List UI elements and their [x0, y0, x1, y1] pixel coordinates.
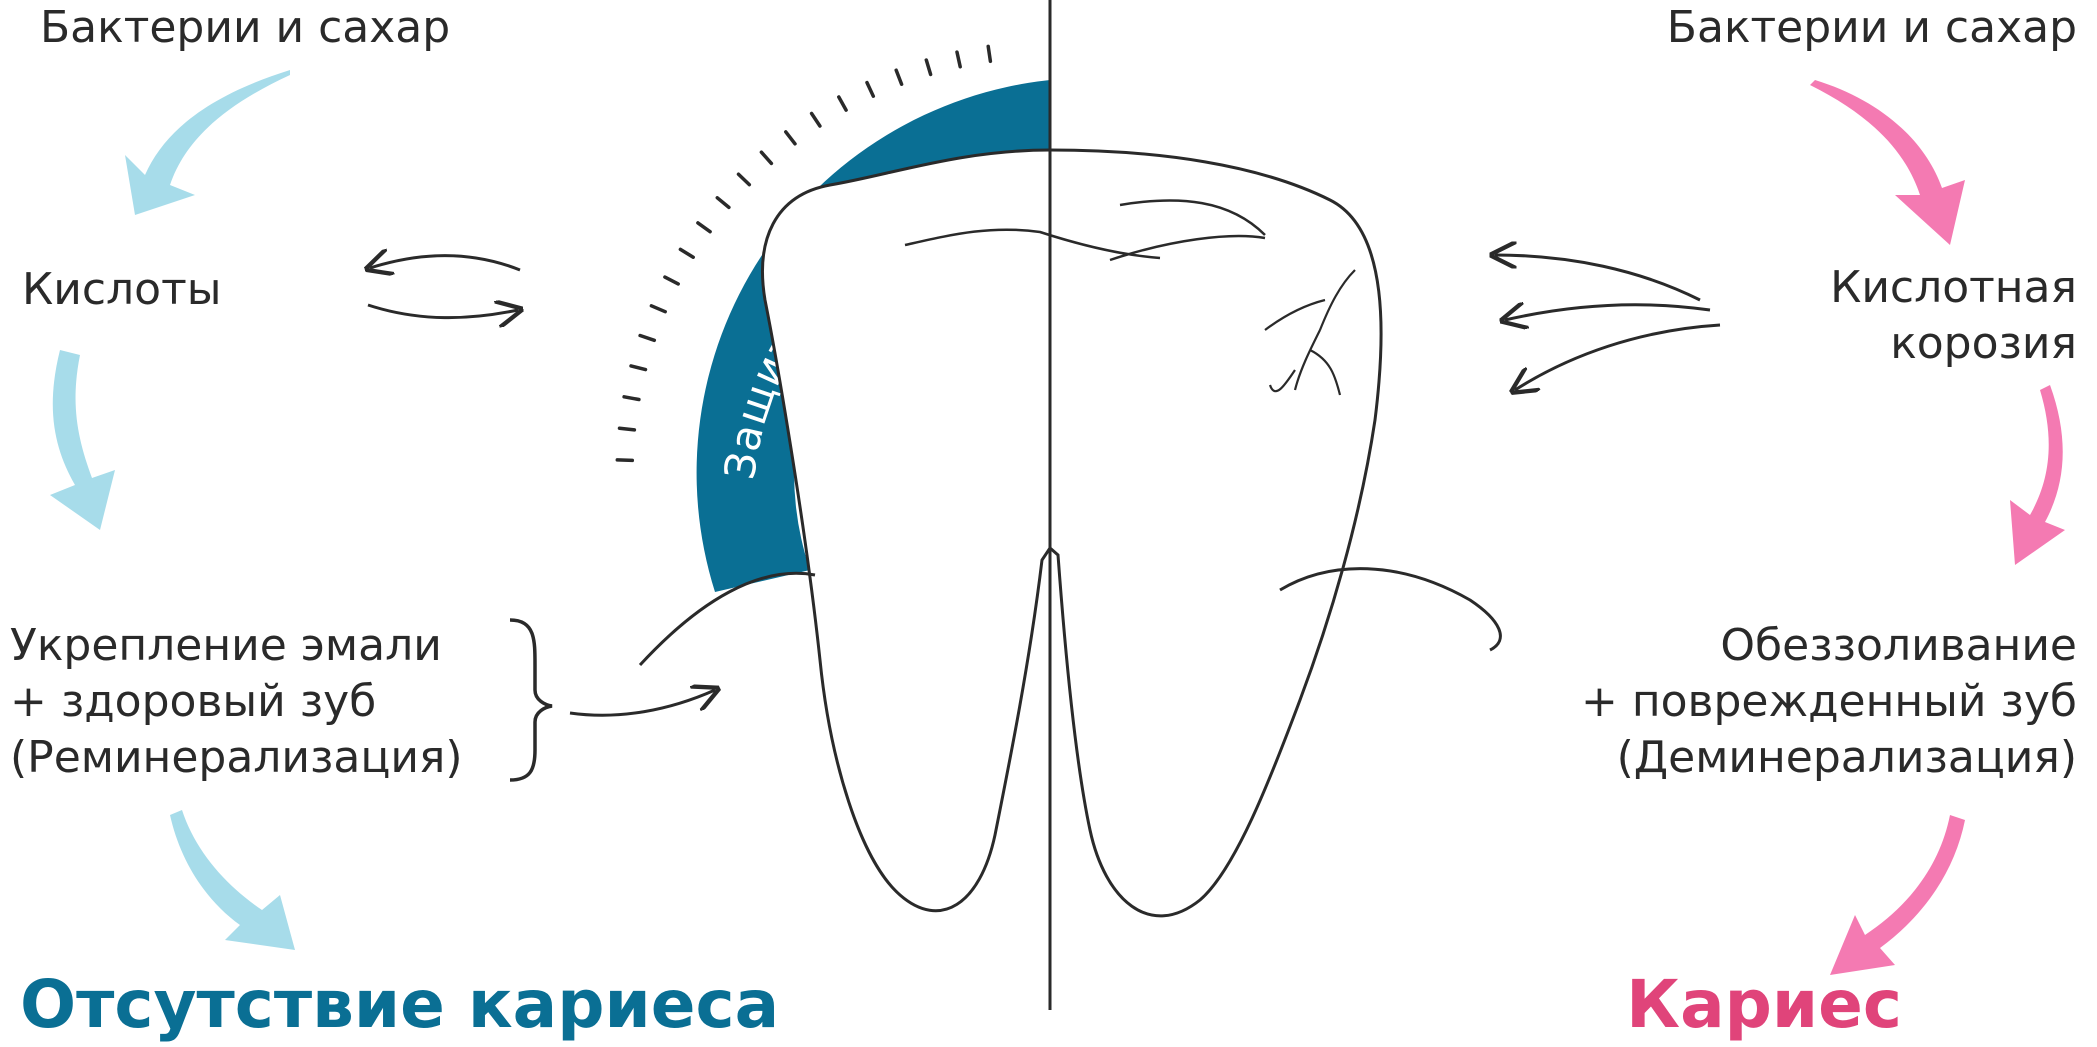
double-arrow-icon — [370, 256, 520, 271]
downward-curved-arrow-icon — [125, 70, 290, 215]
left-acids-label: Кислоты — [22, 262, 221, 318]
tick-mark — [957, 52, 960, 67]
tick-mark — [867, 83, 873, 97]
tick-mark — [988, 46, 990, 61]
downward-curved-arrow-icon — [2010, 385, 2065, 565]
arrow-to-gum-icon — [570, 690, 715, 715]
corrosion-arrow-icon — [1505, 305, 1710, 320]
right-corrosion-line-2: корозия — [1890, 316, 2077, 372]
left-enamel-line-2: + здоровый зуб — [10, 674, 376, 730]
double-arrow-icon — [368, 305, 518, 318]
tick-mark — [640, 336, 654, 341]
tick-mark — [624, 397, 639, 400]
tick-mark — [698, 223, 710, 232]
tick-mark — [761, 152, 771, 163]
left-result-title: Отсутствие кариеса — [20, 965, 779, 1045]
right-demin-line-3: (Деминерализация) — [1617, 730, 2077, 786]
downward-curved-arrow-icon — [1810, 80, 1965, 245]
tick-mark — [786, 132, 795, 144]
right-result-title: Кариес — [1626, 965, 1902, 1045]
right-corrosion-line-1: Кислотная — [1830, 260, 2077, 316]
tick-mark — [717, 198, 729, 208]
tick-mark — [620, 428, 635, 430]
tooth-outline — [763, 150, 1382, 916]
tick-mark — [665, 277, 678, 284]
corrosion-arrow-icon — [1495, 255, 1700, 300]
left-bacteria-label: Бактерии и сахар — [40, 0, 450, 56]
corrosion-arrow-icon — [1515, 325, 1720, 390]
tick-mark — [739, 174, 750, 184]
right-bacteria-label: Бактерии и сахар — [1667, 0, 2077, 56]
bracket — [510, 620, 552, 780]
tick-mark — [617, 460, 632, 461]
tick-mark — [812, 114, 820, 127]
tick-mark — [896, 70, 901, 84]
tick-mark — [680, 249, 693, 257]
left-enamel-line-1: Укрепление эмали — [10, 618, 442, 674]
right-demin-line-2: + поврежденный зуб — [1581, 674, 2077, 730]
right-demin-line-1: Обеззоливание — [1720, 618, 2077, 674]
tick-mark — [839, 97, 846, 110]
downward-curved-arrow-icon — [1830, 815, 1965, 975]
tick-mark — [631, 366, 646, 370]
tick-mark — [651, 306, 665, 312]
downward-curved-arrow-icon — [170, 810, 295, 950]
left-enamel-line-3: (Реминерализация) — [10, 730, 463, 786]
tick-mark — [926, 60, 930, 74]
downward-curved-arrow-icon — [50, 350, 115, 530]
